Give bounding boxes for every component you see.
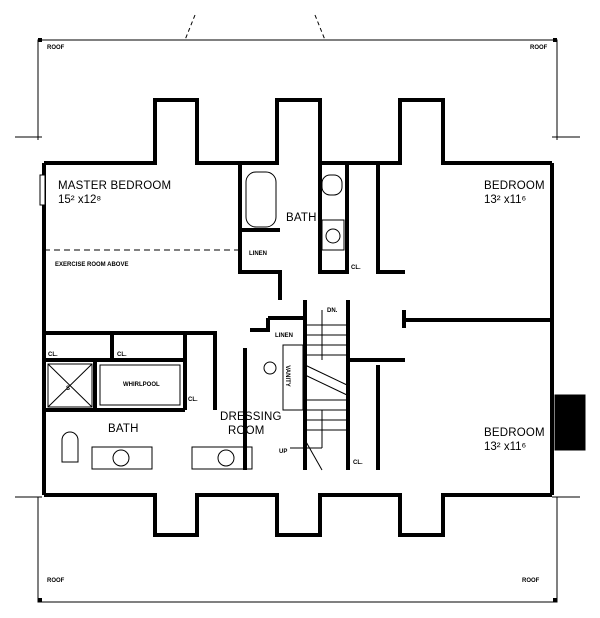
exercise-room-note: EXERCISE ROOM ABOVE	[55, 262, 129, 268]
stair-up-label: UP	[279, 449, 288, 455]
linen-label-upper: LINEN	[249, 251, 267, 257]
bedroom-se-dims: 13² x11⁶	[484, 441, 527, 453]
fixtures	[39, 171, 586, 471]
bedroom-se-label: BEDROOM	[484, 427, 545, 439]
roof-label-top-left: ROOF	[47, 45, 65, 51]
closet-label-bath-3: CL.	[188, 397, 198, 403]
bathtub	[245, 171, 277, 228]
closet-label-bath-2: CL.	[117, 352, 127, 358]
closet-label-upper: CL.	[351, 265, 361, 271]
closet-label-se: CL.	[353, 460, 363, 466]
bedroom-ne-dims: 13² x11⁶	[484, 194, 527, 206]
roof-label-bottom-right: ROOF	[522, 578, 540, 584]
stair-down-label: DN.	[327, 308, 338, 314]
bedroom-ne-label: BEDROOM	[484, 180, 545, 192]
roof-outline-bottom	[37, 497, 558, 603]
roof-outline-top	[37, 39, 558, 140]
toilet	[321, 174, 343, 196]
roof-label-top-right: ROOF	[530, 45, 548, 51]
stair-treads	[290, 310, 348, 471]
dressing-room-label-line1: DRESSING	[220, 411, 282, 423]
shower-label: S	[66, 386, 71, 392]
whirlpool-tub	[99, 364, 181, 406]
dressing-room-label-line2: ROOM	[228, 425, 265, 437]
roof-label-bottom-left: ROOF	[47, 578, 65, 584]
upper-bath-label: BATH	[286, 212, 317, 224]
master-bedroom-dims: 15² x12⁸	[58, 194, 102, 206]
vanity-label: VANITY	[283, 365, 290, 387]
sink-upper	[321, 219, 345, 251]
linen-label-stair: LINEN	[275, 333, 293, 339]
walls	[42, 98, 554, 537]
whirlpool-label: WHIRLPOOL	[123, 382, 160, 388]
master-bedroom-label: MASTER BEDROOM	[58, 180, 172, 192]
master-bath-label: BATH	[108, 423, 139, 435]
closet-label-bath-1: CL.	[48, 352, 58, 358]
